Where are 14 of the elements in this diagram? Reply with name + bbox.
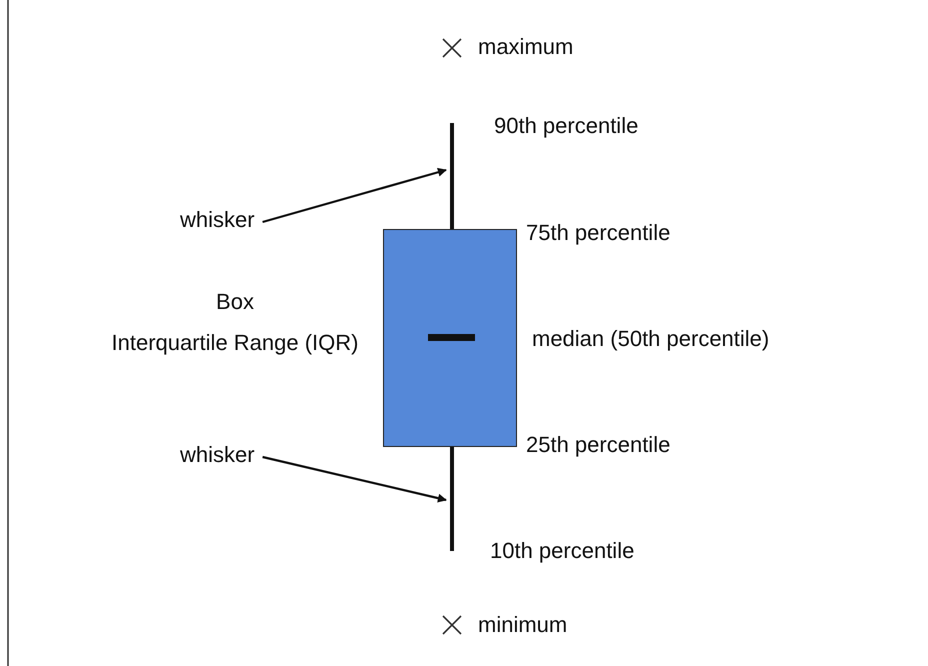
- interquartile-box: [383, 229, 517, 447]
- annotation-text: Interquartile Range (IQR): [110, 329, 360, 357]
- leader-arrow: [262, 456, 447, 503]
- annotation-text: 25th percentile: [526, 432, 670, 458]
- annotation-text: whisker: [180, 207, 255, 233]
- annotation-text: whisker: [180, 442, 255, 468]
- annotation-text: minimum: [478, 612, 568, 638]
- annotation-text: median (50th percentile): [532, 326, 770, 352]
- leader-arrow: [262, 168, 447, 224]
- annotation-text: 75th percentile: [526, 220, 670, 246]
- annotation-text: 10th percentile: [490, 538, 634, 564]
- annotation-text: maximum: [478, 34, 574, 60]
- annotation-text: Box: [215, 288, 255, 316]
- annotation-text: 90th percentile: [494, 112, 638, 140]
